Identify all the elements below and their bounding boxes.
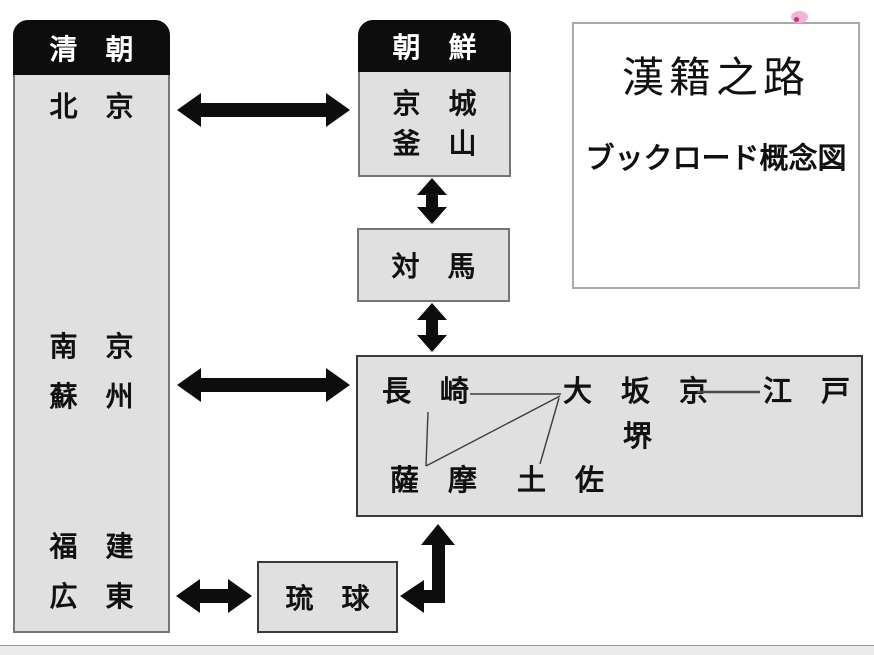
label-keijo: 京 城 bbox=[392, 87, 477, 119]
window-bottom-edge bbox=[0, 645, 874, 655]
arrow-tsushima-nagasaki bbox=[417, 303, 447, 352]
legend-box: 漢籍之路 ブックロード概念図 bbox=[572, 22, 860, 289]
qing-header-label: 清 朝 bbox=[49, 33, 134, 65]
label-fujian: 福 建 bbox=[49, 531, 134, 562]
label-beijing: 北 京 bbox=[49, 91, 134, 122]
label-guangdong: 広 東 bbox=[49, 581, 134, 612]
label-edo: 江 戸 bbox=[763, 376, 851, 408]
label-nagasaki: 長 崎 bbox=[382, 376, 470, 408]
arrow-fujian-ryukyu bbox=[176, 579, 252, 613]
pink-mark-dot bbox=[794, 17, 799, 22]
japan-box: 長 崎 大 坂 京 江 戸 堺 薩 摩 土 佐 bbox=[356, 355, 863, 517]
legend-subtitle: ブックロード概念図 bbox=[585, 143, 847, 175]
label-osaka-kyoto: 大 坂 京 bbox=[563, 376, 709, 408]
route-line-nagasaki-satsuma bbox=[425, 411, 429, 467]
qing-box: 清 朝 北 京 南 京 蘇 州 福 建 広 東 bbox=[13, 20, 170, 633]
label-busan: 釜 山 bbox=[392, 127, 477, 159]
korea-header: 朝 鮮 bbox=[358, 20, 511, 72]
korea-box: 朝 鮮 京 城 釜 山 bbox=[358, 20, 511, 177]
qing-header: 清 朝 bbox=[13, 20, 170, 75]
legend-title: 漢籍之路 bbox=[621, 56, 810, 102]
label-ryukyu: 琉 球 bbox=[285, 583, 370, 614]
ryukyu-box: 琉 球 bbox=[257, 561, 398, 633]
arrow-ryukyu-japan bbox=[400, 524, 455, 613]
label-tsushima: 対 馬 bbox=[391, 251, 476, 282]
korea-body: 京 城 釜 山 bbox=[358, 72, 511, 177]
label-tosa: 土 佐 bbox=[517, 465, 605, 497]
qing-body: 北 京 南 京 蘇 州 福 建 広 東 bbox=[13, 75, 170, 633]
label-nanjing: 南 京 bbox=[49, 331, 134, 362]
tsushima-box: 対 馬 bbox=[357, 228, 510, 302]
arrow-nanjing-nagasaki bbox=[177, 368, 350, 402]
route-line-tosa-osaka bbox=[539, 397, 560, 465]
label-satsuma: 薩 摩 bbox=[390, 465, 478, 497]
label-suzhou: 蘇 州 bbox=[49, 381, 134, 412]
arrow-beijing-korea bbox=[177, 93, 350, 127]
label-sakai: 堺 bbox=[623, 421, 653, 453]
arrow-korea-tsushima bbox=[417, 178, 447, 224]
korea-header-label: 朝 鮮 bbox=[392, 32, 477, 63]
